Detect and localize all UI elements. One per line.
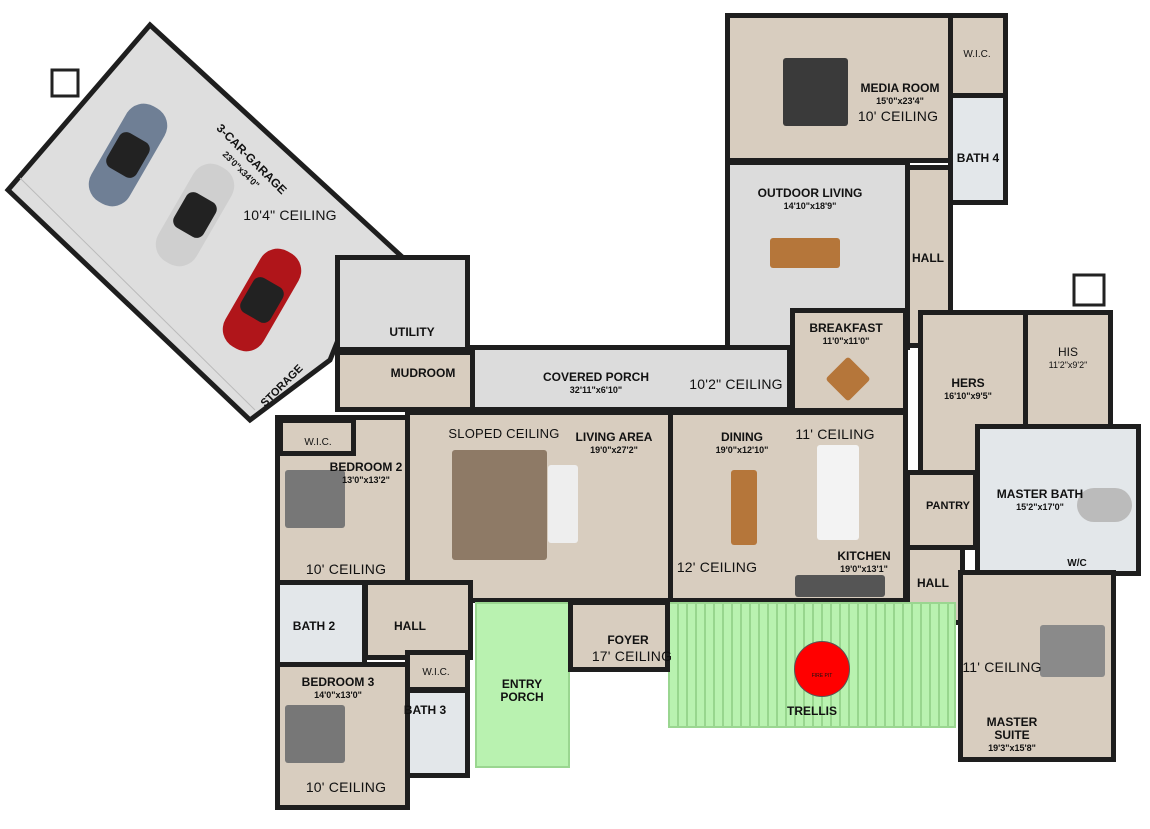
bath-4-label: BATH 4 bbox=[956, 151, 1000, 165]
bedroom-3-wic bbox=[405, 650, 470, 692]
hall-master-label: HALL bbox=[917, 576, 949, 590]
outdoor-dining-table bbox=[770, 238, 840, 268]
bed-3 bbox=[285, 705, 345, 763]
hall-upper-label: HALL bbox=[912, 251, 944, 265]
car-gray bbox=[88, 103, 168, 207]
bath-3-label: BATH 3 bbox=[403, 703, 447, 717]
sectional-sofa bbox=[783, 58, 848, 126]
bed-2 bbox=[285, 470, 345, 528]
dining-kitchen bbox=[668, 410, 908, 603]
rug bbox=[452, 450, 547, 560]
bedroom-2-wic bbox=[278, 418, 356, 456]
car-silver bbox=[155, 163, 235, 267]
dining-ceiling: 12' CEILING bbox=[676, 559, 758, 575]
covered-porch bbox=[470, 345, 792, 412]
bath-2-label: BATH 2 bbox=[292, 619, 336, 633]
mudroom bbox=[335, 350, 475, 412]
exhaust-fan-icon bbox=[50, 68, 80, 98]
kitchen-counter bbox=[795, 575, 885, 597]
media-wic-label: W.I.C. bbox=[963, 49, 991, 60]
kitchen-ceiling: 11' CEILING bbox=[795, 426, 875, 442]
bedroom-3-wic-label: W.I.C. bbox=[422, 667, 450, 678]
foyer-ceiling: 17' CEILING bbox=[591, 648, 673, 664]
bedroom-3-ceiling: 10' CEILING bbox=[305, 779, 387, 795]
trellis-label: TRELLIS bbox=[787, 704, 837, 718]
living-ceiling: SLOPED CEILING bbox=[448, 426, 560, 441]
exhaust-fan-icon bbox=[1072, 273, 1106, 307]
foyer bbox=[568, 600, 670, 672]
master-bed bbox=[1040, 625, 1105, 677]
wc-label: W/C bbox=[1067, 558, 1087, 569]
covered-porch-ceiling: 10'2" CEILING bbox=[689, 376, 783, 392]
sofa bbox=[548, 465, 578, 543]
media-room-ceiling: 10' CEILING bbox=[857, 108, 939, 124]
entry-porch bbox=[475, 602, 570, 768]
foyer-label: FOYER bbox=[607, 633, 649, 647]
utility-room bbox=[335, 255, 470, 352]
entry-porch-label: ENTRY PORCH bbox=[500, 677, 544, 704]
bath-4 bbox=[948, 93, 1008, 205]
hall-bedrooms-label: HALL bbox=[394, 619, 426, 633]
mudroom-label: MUDROOM bbox=[390, 366, 456, 380]
bedroom-2-wic-label: W.I.C. bbox=[304, 437, 332, 448]
fire-pit: FIRE PIT bbox=[795, 642, 849, 696]
bedroom-2-ceiling: 10' CEILING bbox=[305, 561, 387, 577]
master-suite-ceiling: 11' CEILING bbox=[962, 659, 1042, 675]
his-closet bbox=[1023, 310, 1113, 440]
utility-label: UTILITY bbox=[389, 325, 435, 339]
garage-ceiling: 10'4" CEILING bbox=[243, 207, 337, 223]
dining-table bbox=[731, 470, 757, 545]
pantry-label: PANTRY bbox=[926, 500, 970, 512]
bath-3 bbox=[405, 688, 470, 778]
bathtub bbox=[1077, 488, 1132, 522]
kitchen-island bbox=[817, 445, 859, 540]
car-red bbox=[222, 248, 302, 352]
